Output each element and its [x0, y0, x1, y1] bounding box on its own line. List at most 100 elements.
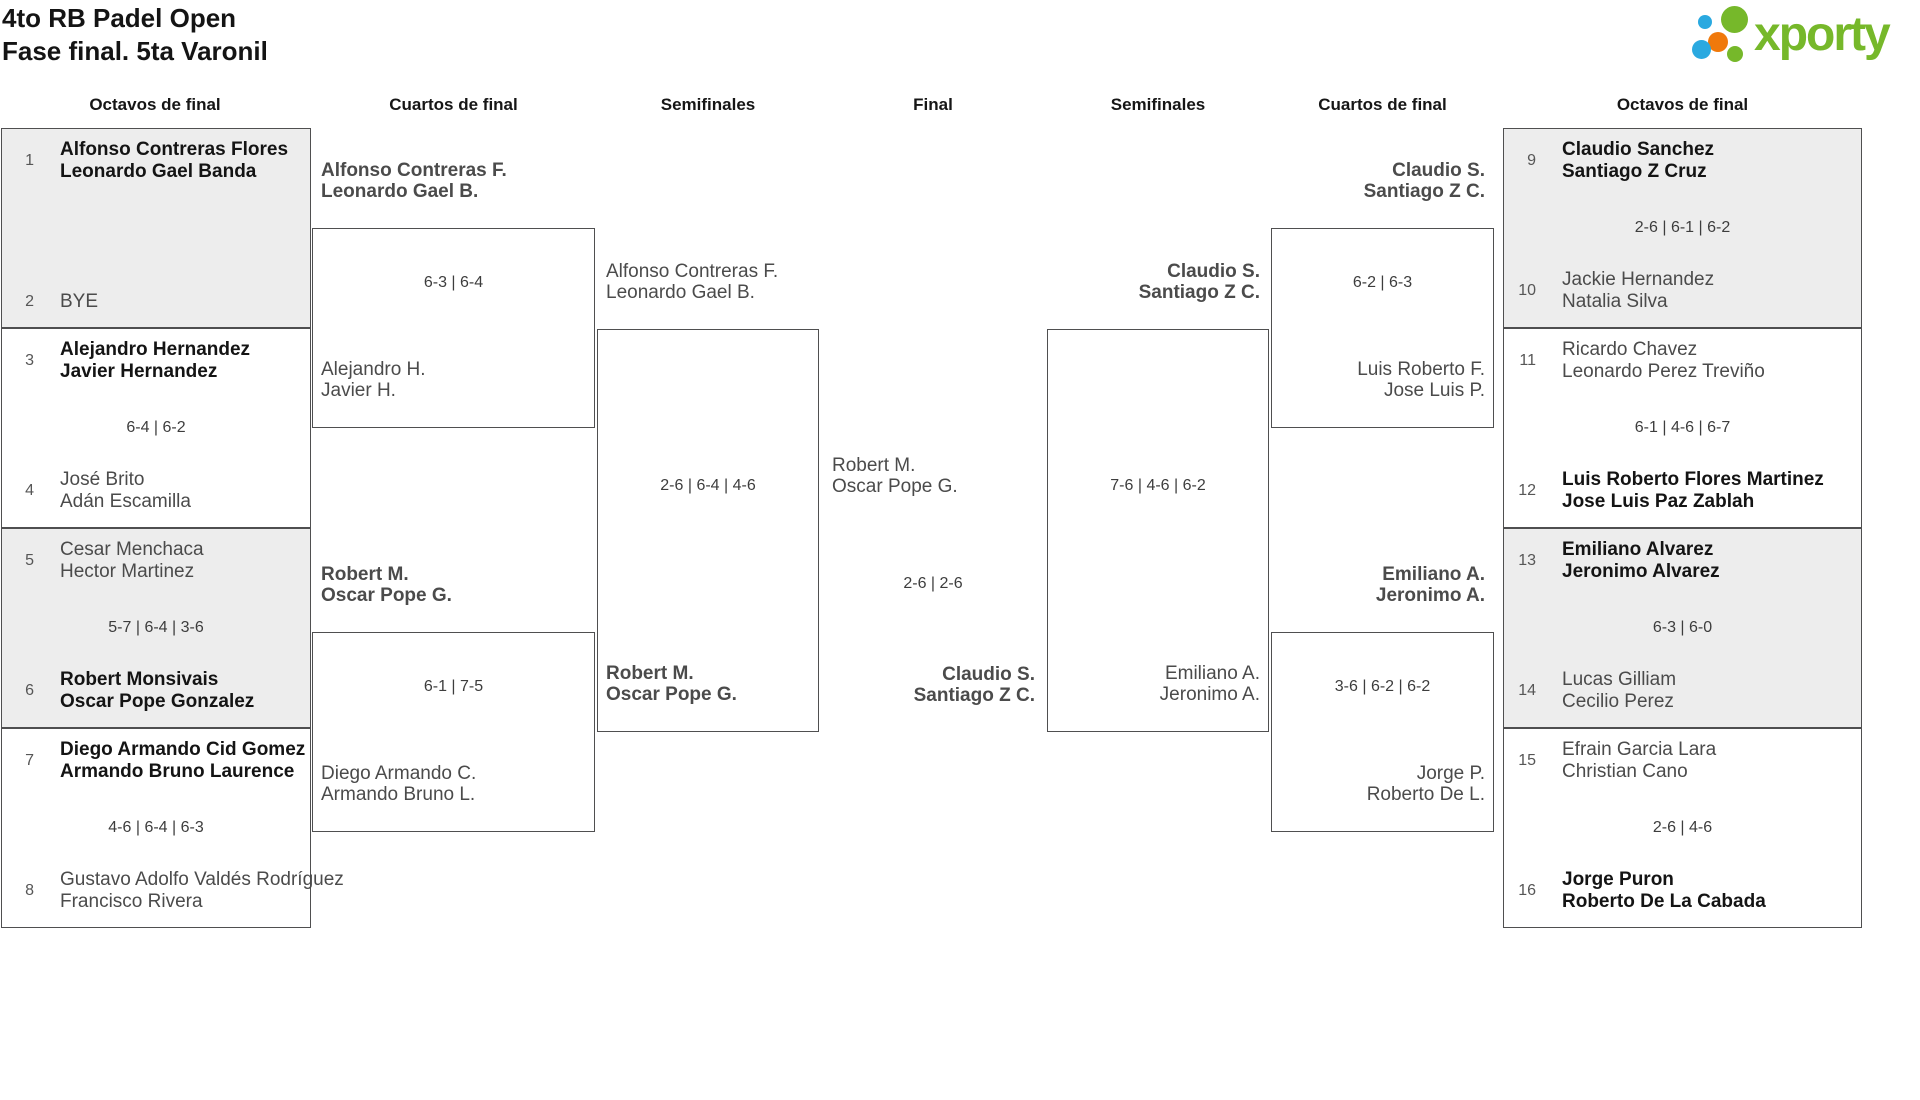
team-label: Diego Armando C. Armando Bruno L.: [321, 763, 476, 805]
player-name: Armando Bruno L.: [321, 784, 476, 805]
player-name: Christian Cano: [1562, 761, 1688, 782]
team-row: 13 Emiliano Alvarez Jeronimo Alvarez: [1504, 539, 1861, 583]
player-name: Robert Monsivais: [60, 669, 219, 690]
player-name: Jose Luis Paz Zablah: [1562, 491, 1755, 512]
match-score: 2-6 | 4-6: [1652, 819, 1713, 836]
player-name: Robert M.: [321, 564, 409, 585]
match-score: 2-6 | 2-6: [903, 575, 963, 592]
team-label: Alfonso Contreras F. Leonardo Gael B.: [606, 261, 778, 303]
team-row: 15 Efrain Garcia Lara Christian Cano: [1504, 739, 1861, 783]
player-name: Roberto De L.: [1366, 784, 1485, 805]
match-box-semifinal-left: Alfonso Contreras F. Leonardo Gael B. 2-…: [597, 261, 819, 732]
match-score: 6-3 | 6-4: [423, 274, 484, 291]
player-name: Claudio S.: [942, 664, 1035, 685]
xporty-logo[interactable]: xporty: [1690, 4, 1916, 74]
team-row: 14 Lucas Gilliam Cecilio Perez: [1504, 669, 1861, 713]
round-header-octavos-left: Octavos de final: [89, 95, 221, 114]
player-name: Emiliano Alvarez: [1562, 539, 1714, 560]
player-name: Santiago Z C.: [1138, 282, 1260, 303]
player-name: Gustavo Adolfo Valdés Rodríguez: [60, 869, 344, 890]
player-name: Santiago Z C.: [1363, 181, 1485, 202]
match-score: 2-6 | 6-4 | 4-6: [660, 477, 756, 494]
team-label: Robert M. Oscar Pope G.: [832, 455, 958, 497]
logo-wordmark: xporty: [1754, 8, 1891, 61]
team-names: Luis Roberto Flores Martinez Jose Luis P…: [1562, 469, 1824, 513]
player-name: Adán Escamilla: [60, 491, 191, 512]
team-names: Robert Monsivais Oscar Pope Gonzalez: [60, 669, 254, 713]
round-header-semifinales-left: Semifinales: [660, 95, 756, 114]
match-score: 6-1 | 4-6 | 6-7: [1634, 419, 1731, 436]
seed-number: 14: [1518, 682, 1536, 699]
player-name: Claudio S.: [1167, 261, 1260, 282]
team-names: Jorge Puron Roberto De La Cabada: [1562, 869, 1766, 913]
player-name: Leonardo Gael B.: [321, 181, 479, 202]
team-label: Robert M. Oscar Pope G.: [606, 663, 737, 705]
page-title: 4to RB Padel Open Fase final. 5ta Varoni…: [2, 2, 268, 68]
team-row: 2 BYE: [2, 291, 310, 313]
match-box-octavos-4: 7 Diego Armando Cid Gomez Armando Bruno …: [1, 728, 344, 928]
team-label: Jorge P. Roberto De L.: [1367, 763, 1485, 805]
team-label: Robert M. Oscar Pope G.: [321, 564, 452, 606]
player-name: Hector Martinez: [60, 561, 195, 582]
player-name: Francisco Rivera: [60, 891, 203, 912]
team-row: 9 Claudio Sanchez Santiago Z Cruz: [1504, 139, 1861, 183]
logo-dot-icon: [1698, 15, 1712, 29]
round-header-cuartos-right: Cuartos de final: [1318, 95, 1447, 114]
seed-number: 11: [1519, 352, 1536, 369]
match-box-cuartos-left-2: Robert M. Oscar Pope G. 6-1 | 7-5 Diego …: [312, 564, 595, 832]
logo-dot-icon: [1708, 32, 1728, 52]
player-name: Emiliano A.: [1164, 663, 1260, 684]
team-names: Emiliano Alvarez Jeronimo Alvarez: [1562, 539, 1720, 583]
player-name: Lucas Gilliam: [1562, 669, 1677, 690]
player-name: Jorge P.: [1416, 763, 1485, 784]
player-name: Alejandro Hernandez: [60, 339, 251, 360]
team-label: Claudio S. Santiago Z C.: [1139, 261, 1260, 303]
seed-number: 4: [25, 482, 34, 499]
team-names: Gustavo Adolfo Valdés Rodríguez Francisc…: [60, 869, 344, 913]
match-score: 6-2 | 6-3: [1352, 274, 1413, 291]
team-row: 7 Diego Armando Cid Gomez Armando Bruno …: [2, 739, 310, 783]
player-name: José Brito: [60, 469, 145, 490]
match-box-cuartos-right-2: Emiliano A. Jeronimo A. 3-6 | 6-2 | 6-2 …: [1271, 564, 1494, 832]
match-box-octavos-2: 3 Alejandro Hernandez Javier Hernandez 6…: [1, 328, 311, 528]
team-names: Jackie Hernandez Natalia Silva: [1562, 269, 1714, 313]
team-names: Claudio Sanchez Santiago Z Cruz: [1562, 139, 1714, 183]
player-name: Armando Bruno Laurence: [60, 761, 295, 782]
player-name: Oscar Pope G.: [321, 585, 452, 606]
seed-number: 6: [25, 682, 34, 699]
team-names: Ricardo Chavez Leonardo Perez Treviño: [1562, 339, 1765, 383]
match-score: 3-6 | 6-2 | 6-2: [1334, 678, 1431, 695]
team-row: 1 Alfonso Contreras Flores Leonardo Gael…: [2, 139, 310, 183]
round-header-cuartos-left: Cuartos de final: [389, 95, 518, 114]
player-name: Claudio Sanchez: [1562, 139, 1715, 160]
player-name: Ricardo Chavez: [1562, 339, 1698, 360]
phase-category: Fase final. 5ta Varonil: [2, 36, 268, 66]
player-name: Efrain Garcia Lara: [1562, 739, 1717, 760]
player-name: Leonardo Perez Treviño: [1562, 361, 1765, 382]
match-box-octavos-3: 5 Cesar Menchaca Hector Martinez 5-7 | 6…: [1, 528, 311, 728]
player-name: Emiliano A.: [1382, 564, 1485, 585]
team-label: Alejandro H. Javier H.: [321, 359, 426, 401]
player-name: Oscar Pope G.: [832, 476, 958, 497]
match-box-cuartos-left-1: Alfonso Contreras F. Leonardo Gael B. 6-…: [312, 160, 595, 428]
team-names: Efrain Garcia Lara Christian Cano: [1562, 739, 1716, 783]
match-score: 7-6 | 4-6 | 6-2: [1110, 477, 1206, 494]
player-name: Oscar Pope G.: [606, 684, 737, 705]
team-names: BYE: [60, 291, 98, 313]
player-name: Diego Armando C.: [321, 763, 477, 784]
logo-dot-icon: [1721, 6, 1748, 33]
player-name: Robert M.: [832, 455, 916, 476]
player-name: Javier Hernandez: [60, 361, 218, 382]
player-name: Claudio S.: [1392, 160, 1485, 181]
match-score: 4-6 | 6-4 | 6-3: [108, 819, 204, 836]
team-label champion: Claudio S. Santiago Z C.: [914, 664, 1035, 706]
player-name: Cesar Menchaca: [60, 539, 204, 560]
team-names: Cesar Menchaca Hector Martinez: [60, 539, 204, 583]
logo-dot-icon: [1692, 40, 1711, 59]
team-names: Lucas Gilliam Cecilio Perez: [1562, 669, 1676, 713]
team-row: 4 José Brito Adán Escamilla: [2, 469, 310, 513]
team-names: Alejandro Hernandez Javier Hernandez: [60, 339, 250, 383]
team-row: 5 Cesar Menchaca Hector Martinez: [2, 539, 310, 583]
player-name: Luis Roberto Flores Martinez: [1562, 469, 1824, 490]
match-box-semifinal-right: Claudio S. Santiago Z C. 7-6 | 4-6 | 6-2…: [1047, 261, 1269, 732]
